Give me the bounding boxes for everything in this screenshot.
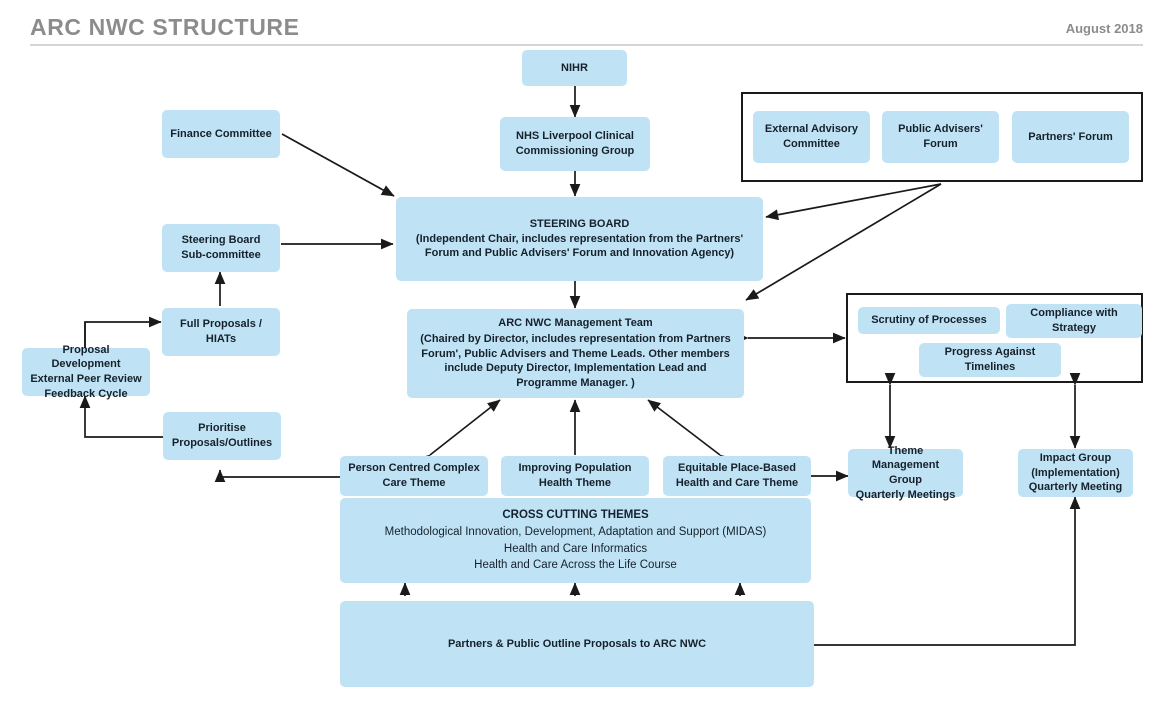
- node-nhs-liverpool-ccg[interactable]: NHS Liverpool Clinical Commissioning Gro…: [500, 117, 650, 171]
- node-external-advisory-committee[interactable]: External Advisory Committee: [753, 111, 870, 163]
- node-impact-group-line3: Quarterly Meeting: [1028, 481, 1123, 494]
- node-proposal-dev-line1: Proposal: [62, 343, 110, 356]
- node-nihr-label: NIHR: [561, 61, 588, 74]
- node-proposal-development-cycle[interactable]: Proposal Development External Peer Revie…: [22, 344, 150, 400]
- node-finance-committee-label: Finance Committee: [170, 127, 272, 140]
- node-partners-forum-label: Partners' Forum: [1028, 130, 1113, 143]
- advisory-groups-frame: [741, 92, 1143, 182]
- node-theme-mgmt-line3: Quarterly Meetings: [855, 488, 956, 501]
- node-finance-committee[interactable]: Finance Committee: [162, 110, 280, 158]
- node-steering-sub-line1: Steering Board: [181, 234, 261, 247]
- node-equitable-line1: Equitable Place-Based: [677, 462, 796, 475]
- node-ccg-line2: Commissioning Group: [515, 145, 635, 157]
- node-public-advisers-line2: Forum: [923, 138, 958, 150]
- node-arc-nwc-management-team[interactable]: ARC NWC Management Team (Chaired by Dire…: [407, 309, 744, 398]
- node-mgmt-title: ARC NWC Management Team: [498, 316, 653, 329]
- page-title: ARC NWC STRUCTURE: [30, 14, 300, 40]
- node-progress-line2: Timelines: [964, 361, 1016, 373]
- node-progress-line1: Progress Against: [944, 346, 1036, 359]
- node-prioritise-line1: Prioritise: [198, 422, 246, 435]
- node-mgmt-detail4: Programme Manager. ): [516, 377, 635, 390]
- node-compliance-line2: Strategy: [1051, 322, 1097, 334]
- node-external-advisory-line2: Committee: [783, 138, 840, 150]
- cross-cutting-item-3: Health and Care Across the Life Course: [474, 559, 677, 572]
- node-full-proposals-line1: Full Proposals /: [180, 318, 262, 331]
- node-prioritise-line2: Proposals/Outlines: [171, 437, 273, 449]
- node-mgmt-detail3: include Deputy Director, Implementation …: [444, 362, 707, 375]
- node-partners-public-outline-proposals[interactable]: Partners & Public Outline Proposals to A…: [340, 601, 814, 687]
- node-full-proposals-line2: HIATs: [205, 333, 237, 345]
- cross-cutting-heading: CROSS CUTTING THEMES: [502, 509, 649, 522]
- node-mgmt-detail1: (Chaired by Director, includes represent…: [420, 332, 731, 345]
- node-public-advisers-line1: Public Advisers': [898, 123, 983, 136]
- scrutiny-groups-frame: [846, 293, 1143, 383]
- node-steering-board[interactable]: STEERING BOARD (Independent Chair, inclu…: [396, 197, 763, 281]
- node-scrutiny-of-processes[interactable]: Scrutiny of Processes: [858, 307, 1000, 334]
- node-steering-board-subcommittee[interactable]: Steering Board Sub-committee: [162, 224, 280, 272]
- cross-cutting-item-2: Health and Care Informatics: [503, 542, 648, 555]
- node-full-proposals-hiats[interactable]: Full Proposals / HIATs: [162, 308, 280, 356]
- node-partners-forum[interactable]: Partners' Forum: [1012, 111, 1129, 163]
- node-person-centred-line2: Care Theme: [382, 477, 446, 489]
- node-steering-board-title: STEERING BOARD: [529, 218, 630, 231]
- node-scrutiny-processes-label: Scrutiny of Processes: [871, 314, 987, 327]
- header-divider: [30, 44, 1143, 46]
- node-theme-mgmt-line2: Management Group: [871, 459, 940, 486]
- node-person-centred-complex-care-theme[interactable]: Person Centred Complex Care Theme: [340, 456, 488, 496]
- node-theme-management-group[interactable]: Theme Management Group Quarterly Meeting…: [848, 445, 963, 501]
- node-equitable-place-based-theme[interactable]: Equitable Place-Based Health and Care Th…: [663, 456, 811, 496]
- node-steering-sub-line2: Sub-committee: [181, 249, 261, 261]
- node-improving-population-line2: Health Theme: [538, 477, 612, 489]
- node-public-advisers-forum[interactable]: Public Advisers' Forum: [882, 111, 999, 163]
- node-impact-group-line1: Impact Group: [1039, 452, 1112, 465]
- node-compliance-line1: Compliance with: [1030, 307, 1118, 320]
- node-improving-population-health-theme[interactable]: Improving Population Health Theme: [501, 456, 649, 496]
- node-mgmt-detail2: Forum', Public Advisers and Theme Leads.…: [421, 347, 730, 360]
- node-progress-against-timelines[interactable]: Progress Against Timelines: [919, 343, 1061, 377]
- node-improving-population-line1: Improving Population: [518, 462, 632, 475]
- node-proposal-dev-line3: External Peer Review: [30, 373, 142, 385]
- diagram-date: August 2018: [1065, 21, 1143, 36]
- cross-cutting-item-1: Methodological Innovation, Development, …: [384, 525, 767, 538]
- node-compliance-with-strategy[interactable]: Compliance with Strategy: [1006, 304, 1142, 338]
- node-impact-group-line2: (Implementation): [1031, 466, 1120, 479]
- node-partners-public-label: Partners & Public Outline Proposals to A…: [447, 637, 707, 650]
- node-impact-group[interactable]: Impact Group (Implementation) Quarterly …: [1018, 449, 1133, 497]
- node-nihr[interactable]: NIHR: [522, 50, 627, 86]
- node-prioritise-proposals[interactable]: Prioritise Proposals/Outlines: [163, 412, 281, 460]
- node-theme-mgmt-line1: Theme: [887, 444, 924, 457]
- node-external-advisory-line1: External Advisory: [764, 123, 859, 136]
- node-ccg-line1: NHS Liverpool Clinical: [516, 130, 634, 143]
- node-proposal-dev-line2: Development: [51, 358, 121, 371]
- node-proposal-dev-line4: Feedback Cycle: [44, 387, 128, 400]
- node-cross-cutting-themes[interactable]: CROSS CUTTING THEMES Methodological Inno…: [340, 498, 811, 583]
- node-equitable-line2: Health and Care Theme: [675, 477, 799, 489]
- node-steering-board-detail1: (Independent Chair, includes representat…: [415, 232, 744, 245]
- node-steering-board-detail2: Forum and Public Advisers' Forum and Inn…: [424, 247, 735, 260]
- node-person-centred-line1: Person Centred Complex: [348, 462, 480, 475]
